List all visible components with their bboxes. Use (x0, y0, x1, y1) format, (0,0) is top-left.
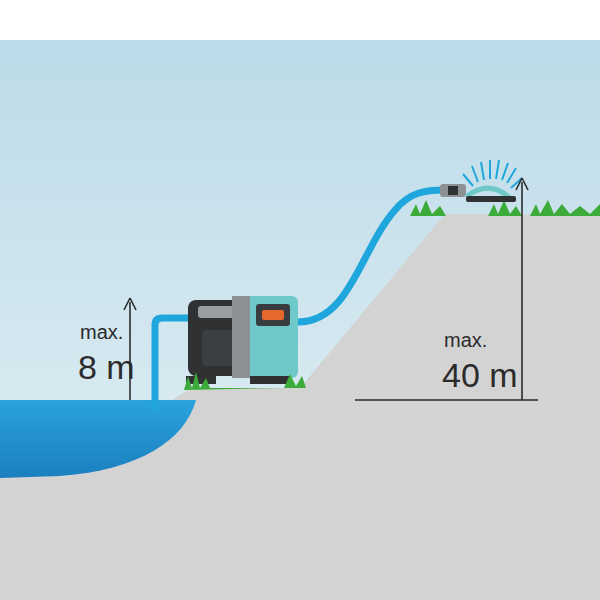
dimension-value: 8 m (78, 350, 135, 384)
grass (184, 200, 600, 390)
dimension-prefix: max. (444, 330, 487, 350)
sprinkler (440, 160, 522, 202)
dimension-value: 40 m (442, 358, 518, 392)
water (0, 400, 196, 478)
discharge-hose (298, 190, 445, 322)
ground (0, 214, 600, 600)
garden-pump (186, 296, 298, 384)
height-dimension (124, 298, 136, 400)
dimension-prefix: max. (80, 322, 123, 342)
suction-hose (155, 318, 192, 410)
height-dimension (355, 178, 538, 400)
sky (0, 40, 600, 600)
